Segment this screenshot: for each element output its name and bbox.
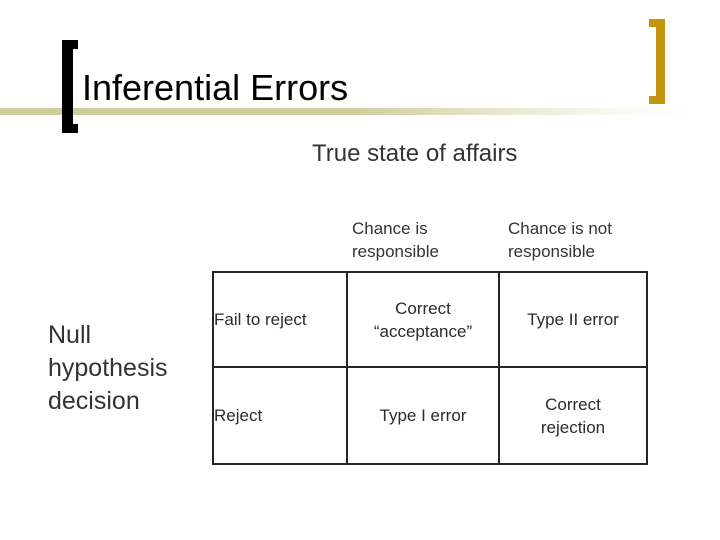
row-header-reject: Reject	[212, 366, 348, 465]
cell-correct-rejection: Correct rejection	[498, 366, 648, 465]
row-header-fail-to-reject: Fail to reject	[212, 271, 348, 368]
cell-type-2-error: Type II error	[498, 271, 648, 368]
table-row: Fail to reject Correct “acceptance” Type…	[212, 271, 648, 368]
cell-type-1-error: Type I error	[346, 366, 500, 465]
accent-line	[0, 108, 720, 115]
decision-matrix-table: Fail to reject Correct “acceptance” Type…	[212, 271, 648, 465]
row-axis-label-null-hypothesis-decision: Null hypothesis decision	[48, 321, 168, 415]
slide-title: Inferential Errors	[82, 67, 349, 108]
cell-correct-acceptance: Correct “acceptance”	[346, 271, 500, 368]
true-state-heading: True state of affairs	[312, 140, 518, 167]
column-header-chance-not-responsible: Chance is not responsible	[508, 219, 612, 261]
left-bracket-decoration	[62, 40, 78, 133]
table-row: Reject Type I error Correct rejection	[212, 366, 648, 465]
right-bracket-decoration	[649, 19, 665, 104]
column-header-chance-responsible: Chance is responsible	[352, 219, 439, 261]
error-table: Fail to reject Correct “acceptance” Type…	[212, 271, 648, 465]
